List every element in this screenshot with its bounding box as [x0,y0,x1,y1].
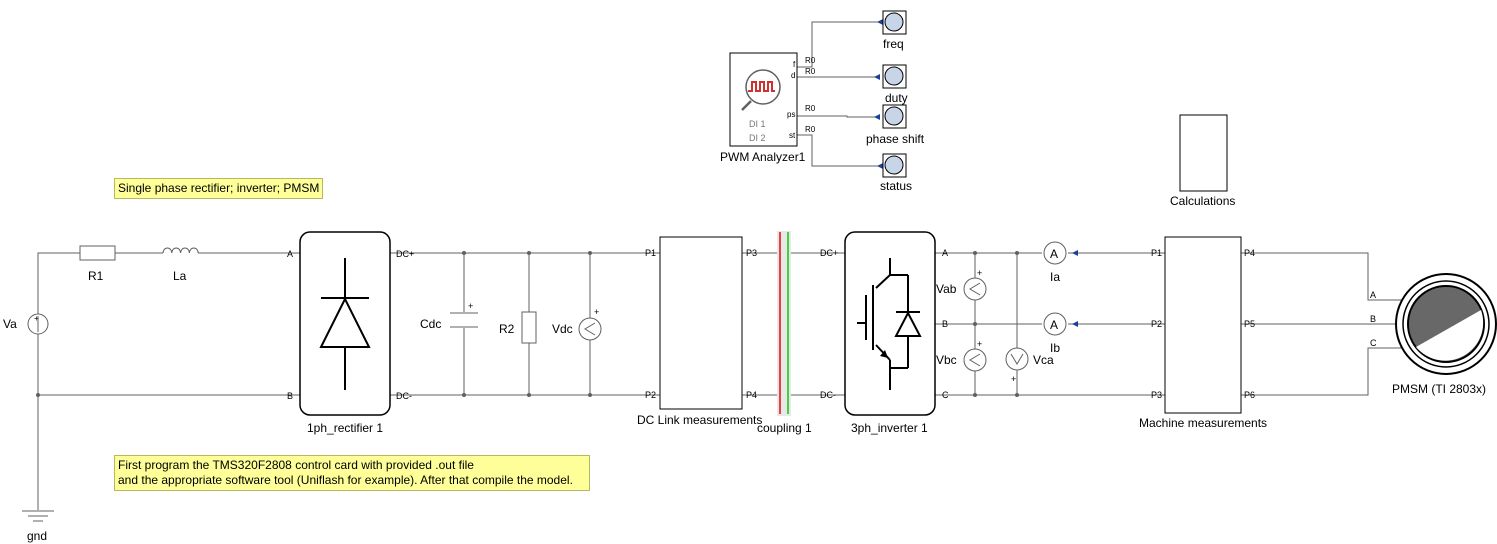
ia-ammeter[interactable]: A [1043,241,1067,265]
inv-port-b: B [942,319,948,329]
wires [37,21,1412,510]
probe-phase-shift-label: phase shift [866,132,925,146]
svg-text:+: + [594,307,599,317]
machine-measurements-block[interactable] [1164,236,1242,414]
dc-link-measurements-block[interactable] [659,236,743,410]
dcl-port-p4: P4 [746,390,757,400]
pwm-port-ps: ps [787,110,795,119]
ground-symbol[interactable] [22,510,54,522]
dcl-port-p3: P3 [746,248,757,258]
ia-label: Ia [1050,270,1060,284]
mm-port-p3: P3 [1151,390,1162,400]
rectifier-label: 1ph_rectifier 1 [307,421,383,435]
cdc-capacitor[interactable]: + [450,301,478,328]
pwm-port-f: f [793,60,796,69]
probe-duty[interactable] [882,64,907,89]
svg-text:+: + [977,268,982,278]
vca-label: Vca [1033,353,1054,367]
va-label: Va [3,317,17,331]
pmsm-motor[interactable] [1395,273,1497,375]
mm-port-p2: P2 [1151,319,1162,329]
pwm-port-d: d [791,71,795,80]
svg-text:+: + [1011,374,1016,384]
vbc-voltmeter[interactable]: + [963,339,987,372]
rect-port-b: B [287,391,293,401]
dcl-port-p2: P2 [645,390,656,400]
note-bottom-line2: and the appropriate software tool (Unifl… [118,473,573,487]
rect-port-a: A [287,249,293,259]
note-bottom-line1: First program the TMS320F2808 control ca… [118,458,474,472]
svg-text:A: A [1050,247,1058,261]
vca-voltmeter[interactable]: + [1005,347,1029,384]
mm-port-p4: P4 [1244,248,1255,258]
inverter-label: 3ph_inverter 1 [851,421,928,435]
mm-port-p1: P1 [1151,248,1162,258]
vab-label: Vab [936,282,957,296]
ib-ammeter[interactable]: A [1043,312,1067,336]
pwm-r0-d: R0 [805,67,816,76]
gnd-label: gnd [27,529,47,543]
dcl-port-p1: P1 [645,248,656,258]
r2-label: R2 [499,322,515,336]
svg-text:+: + [977,339,982,349]
pwm-port-di2: DI 2 [749,133,766,143]
machine-measurements-label: Machine measurements [1139,416,1267,430]
ib-label: Ib [1050,341,1060,355]
inv-port-dcm: DC- [820,390,836,400]
calculations-block[interactable] [1179,114,1228,192]
pwm-waveform-icon [741,69,781,111]
la-label: La [173,269,187,283]
rectifier-block[interactable] [299,231,391,416]
junction-dots [36,251,1019,397]
pwm-r0-ps: R0 [805,104,816,113]
inv-port-c: C [942,390,949,400]
calculations-label: Calculations [1170,194,1235,208]
pmsm-port-a: A [1370,290,1376,300]
note-top[interactable]: Single phase rectifier; inverter; PMSM [114,178,324,199]
la-inductor[interactable] [162,247,199,254]
pmsm-port-b: B [1370,314,1376,324]
pwm-analyzer-block[interactable] [729,52,798,147]
r2-resistor[interactable] [521,311,537,344]
pmsm-label: PMSM (TI 2803x) [1392,382,1486,396]
probe-phase-shift[interactable] [882,104,907,129]
svg-text:+: + [34,314,39,323]
probe-freq-label: freq [883,37,904,51]
rect-port-dcp: DC+ [396,249,414,259]
inv-port-dcp: DC+ [820,248,838,258]
coupling-block[interactable] [777,231,791,416]
note-bottom[interactable]: First program the TMS320F2808 control ca… [114,455,590,491]
svg-text:+: + [468,301,473,311]
pmsm-port-c: C [1370,338,1377,348]
pwm-analyzer-label: PWM Analyzer1 [720,150,806,164]
dc-link-label: DC Link measurements [637,413,762,427]
probe-duty-label: duty [885,91,908,105]
mm-port-p6: P6 [1244,390,1255,400]
vdc-voltmeter[interactable]: + [578,307,602,341]
cdc-label: Cdc [420,317,441,331]
probe-status[interactable] [882,153,907,178]
probe-freq[interactable] [882,10,907,35]
vbc-label: Vbc [936,353,957,367]
svg-text:A: A [1050,318,1058,332]
coupling-label: coupling 1 [757,421,812,435]
pwm-port-di1: DI 1 [749,119,766,129]
r1-resistor[interactable] [79,245,116,261]
vab-voltmeter[interactable]: + [963,268,987,301]
vdc-label: Vdc [552,322,573,336]
pwm-r0-f: R0 [805,56,816,65]
inverter-block[interactable] [844,231,936,416]
inv-port-a: A [942,248,948,258]
wire-arrows [874,19,1078,327]
mm-port-p5: P5 [1244,319,1255,329]
probe-status-label: status [880,179,912,193]
va-voltage-source[interactable]: + [27,313,49,335]
r1-label: R1 [88,269,104,283]
rect-port-dcm: DC- [396,391,412,401]
pwm-port-st: st [789,131,796,140]
pwm-r0-st: R0 [805,125,816,134]
